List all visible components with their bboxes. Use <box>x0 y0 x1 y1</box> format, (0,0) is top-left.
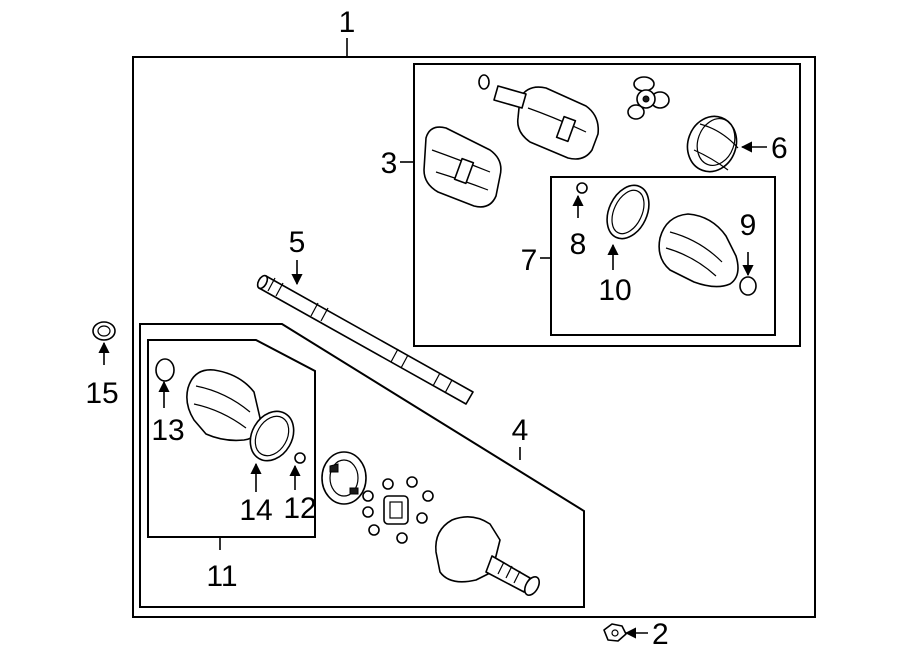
callout-3: 3 <box>381 147 398 180</box>
assembly-frame <box>132 38 816 618</box>
callout-7: 7 <box>521 244 538 277</box>
tripod-spider <box>627 76 670 120</box>
inner-boot-kit-box <box>540 176 776 336</box>
outer-cv-joint-parts <box>321 451 541 596</box>
callout-4: 4 <box>512 414 529 447</box>
callout-9: 9 <box>740 209 757 242</box>
outer-boot-kit-parts <box>155 358 306 464</box>
callout-2: 2 <box>652 618 669 651</box>
leader-arrows <box>98 141 767 639</box>
seal-part <box>92 321 116 341</box>
callout-5: 5 <box>289 226 306 259</box>
inner-boot <box>686 115 739 173</box>
callout-1: 1 <box>339 6 356 39</box>
callout-13: 13 <box>151 414 184 447</box>
callout-11: 11 <box>206 560 237 593</box>
axle-nut <box>603 623 627 642</box>
callout-15: 15 <box>85 377 118 410</box>
callout-10: 10 <box>598 274 631 307</box>
callout-14: 14 <box>239 494 272 527</box>
inner-boot-kit-parts <box>576 182 757 296</box>
callout-6: 6 <box>771 132 788 165</box>
outer-joint-region <box>139 323 585 608</box>
inner-cv-joint-housing <box>423 74 600 208</box>
axle-shaft <box>256 274 474 405</box>
inner-joint-box <box>400 63 801 347</box>
callout-8: 8 <box>570 228 587 261</box>
outer-boot-kit-box <box>147 339 316 550</box>
callout-12: 12 <box>283 492 316 525</box>
